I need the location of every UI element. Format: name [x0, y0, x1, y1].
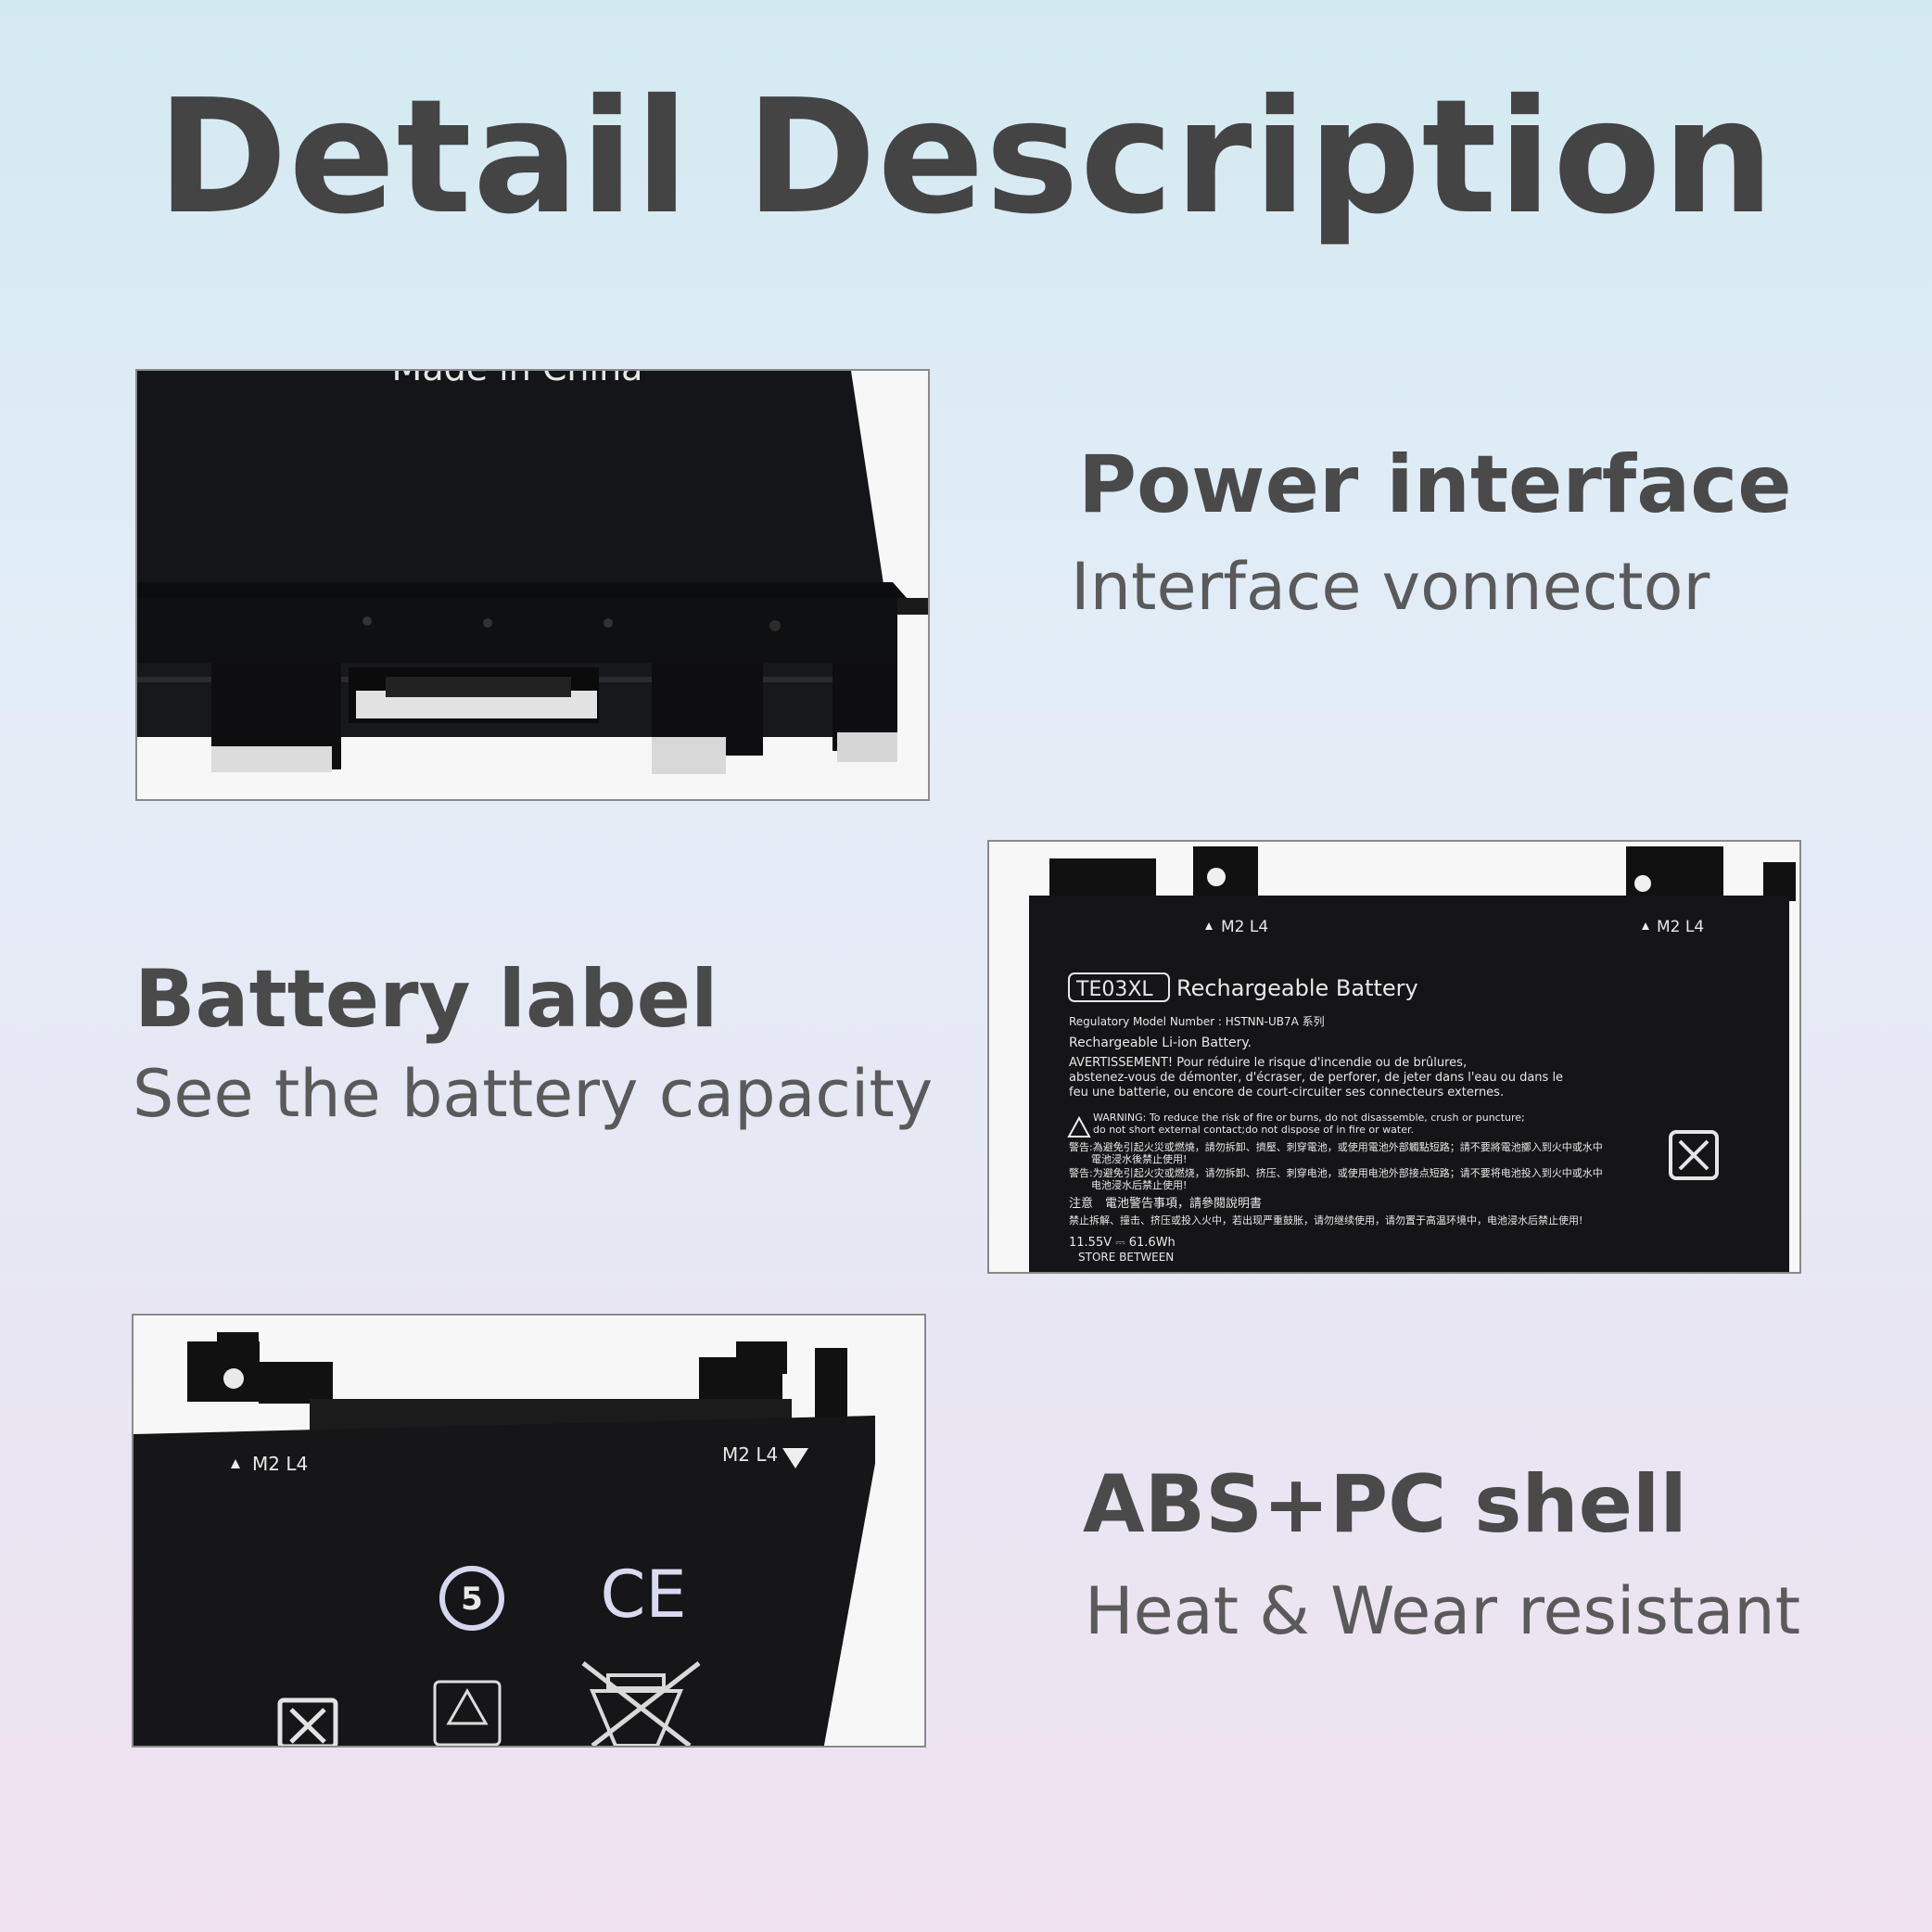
model-code: TE03XL [1075, 978, 1153, 1001]
recycle-5-icon: 5 [439, 1566, 504, 1631]
weee-bin-icon [581, 1661, 701, 1746]
abs-pc-shell-subheading: Heat & Wear resistant [1085, 1573, 1801, 1649]
battery-label-heading: Battery label [134, 953, 718, 1046]
warning-icon [1067, 1115, 1091, 1138]
marker-left: M2 L4 [1221, 918, 1268, 936]
fr-warning-2: abstenez-vous de démonter, d'écraser, de… [1069, 1071, 1563, 1085]
recycle-number: 5 [461, 1581, 483, 1618]
regulatory-text: Regulatory Model Number : HSTNN-UB7A 系列 [1069, 1015, 1325, 1028]
page-title: Detail Description [157, 66, 1775, 249]
voltage-rating: 11.55V ⎓ 61.6Wh [1069, 1236, 1176, 1250]
product-name: Rechargeable Battery [1176, 975, 1418, 1001]
battery-label-subheading: See the battery capacity [133, 1056, 934, 1132]
ce-mark: CE [600, 1557, 686, 1633]
battery-recycle-icon [1669, 1130, 1719, 1180]
marker-right: M2 L4 [1657, 918, 1704, 936]
zh-notice: 注意 電池警告事項，請參閱說明書 [1069, 1196, 1262, 1211]
zh-warning-4: 禁止拆解、撞击、挤压或投入火中，若出现严重鼓胀，请勿继续使用，请勿置于高温环境中… [1069, 1214, 1582, 1227]
photo-abs-pc-shell: M2 L4 M2 L4 5 CE [132, 1314, 926, 1748]
abs-pc-shell-heading: ABS+PC shell [1083, 1458, 1687, 1551]
photo-battery-label: M2 L4 M2 L4 TE03XL Rechargeable Battery … [987, 840, 1801, 1274]
zh-warning-1: 警告:為避免引起火災或燃燒，請勿拆卸、擠壓、刺穿電池，或使用電池外部觸點短路；請… [1069, 1140, 1603, 1153]
battery-type-text: Rechargeable Li-ion Battery. [1069, 1036, 1252, 1050]
power-interface-subheading: Interface vonnector [1071, 549, 1710, 625]
zh-warning-2b: 电池浸水后禁止使用! [1091, 1179, 1187, 1191]
en-warning-1: WARNING: To reduce the risk of fire or b… [1093, 1112, 1525, 1124]
shell-marker-right: M2 L4 [722, 1443, 778, 1466]
fr-warning-3: feu une batterie, ou encore de court-cir… [1069, 1086, 1504, 1099]
photo-power-interface: Made in China [135, 369, 930, 801]
recycling-symbol-icon [433, 1680, 502, 1746]
zh-warning-2: 警告:为避免引起火灾或燃烧，请勿拆卸、挤压、刺穿电池，或使用电池外部接点短路；请… [1069, 1166, 1603, 1179]
battery-recycle-icon [277, 1697, 338, 1746]
triangle-marker-icon [782, 1448, 808, 1468]
shell-marker-left: M2 L4 [252, 1453, 308, 1475]
fr-warning-1: AVERTISSEMENT! Pour réduire le risque d'… [1069, 1056, 1467, 1070]
storage-text: STORE BETWEEN [1078, 1251, 1174, 1264]
en-warning-2: do not short external contact;do not dis… [1093, 1124, 1414, 1136]
power-interface-heading: Power interface [1078, 439, 1792, 531]
made-in-china-text: Made in China [392, 371, 643, 388]
zh-warning-1b: 電池浸水後禁止使用! [1091, 1152, 1187, 1165]
